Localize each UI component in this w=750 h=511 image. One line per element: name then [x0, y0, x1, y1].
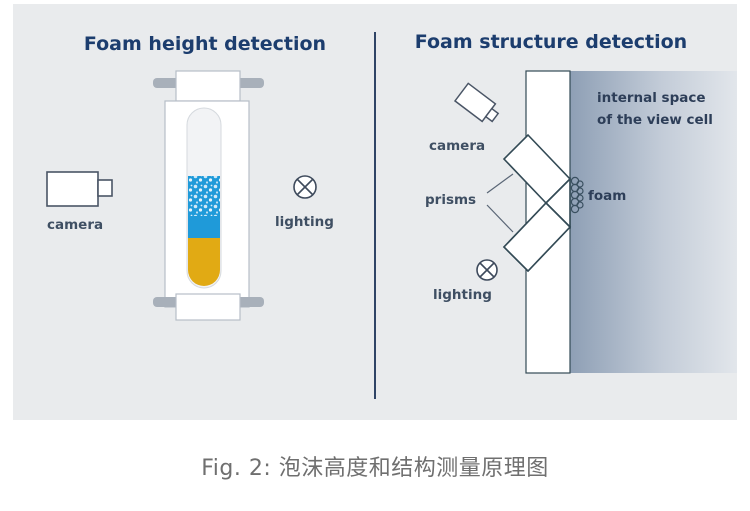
space-label-line1: internal space — [597, 90, 706, 106]
right-lighting-label: lighting — [433, 287, 492, 303]
prism-leader-upper — [486, 173, 514, 194]
lamp-cross-icon — [476, 259, 498, 281]
figure-caption: Fig. 2: 泡沫高度和结构测量原理图 — [201, 456, 549, 481]
camera-icon — [453, 82, 500, 123]
view-cell-space — [570, 71, 737, 373]
left-camera-label: camera — [47, 217, 103, 233]
right-title: Foam structure detection — [415, 31, 687, 53]
figure-panel: Foam height detection camera lighting Fo… — [13, 4, 737, 420]
lamp-cross-icon — [293, 175, 317, 199]
foam-bubbles — [570, 176, 584, 214]
right-camera-label: camera — [429, 138, 485, 154]
prisms — [502, 133, 572, 273]
left-title: Foam height detection — [84, 33, 326, 55]
prisms-label: prisms — [425, 192, 476, 208]
prism-leader-lower — [486, 204, 514, 233]
camera-icon — [46, 171, 113, 207]
test-tube — [186, 107, 222, 289]
sediment-layer — [188, 238, 220, 286]
liquid-layer — [188, 216, 220, 238]
foam-label: foam — [588, 188, 626, 204]
foam-layer — [188, 176, 220, 216]
space-label-line2: of the view cell — [597, 112, 713, 128]
left-lighting-label: lighting — [275, 214, 334, 230]
diagram-canvas: Foam height detection camera lighting Fo… — [46, 31, 737, 399]
